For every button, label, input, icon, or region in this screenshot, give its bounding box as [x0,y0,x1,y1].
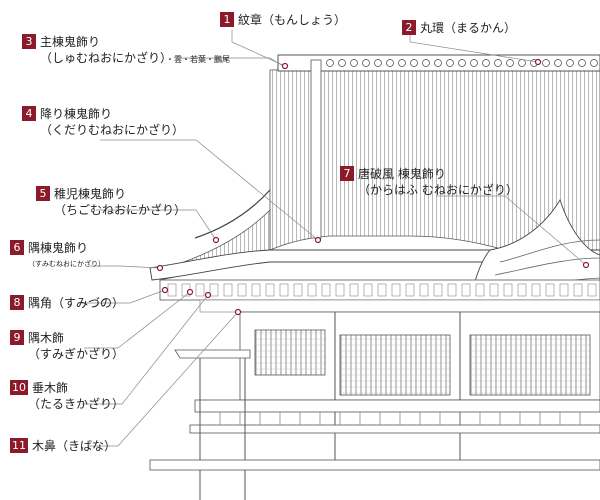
callout-8: 8 隅角（すみづの） [10,295,124,311]
bracket-band [159,279,600,313]
callout-7-number: 7 [340,166,354,181]
callout-3-extra: ・雲・若葉・鵬尾 [166,55,231,64]
callout-4-title: 降り棟鬼飾り [40,107,113,121]
callout-10-reading: （たるきかざり） [28,397,125,411]
marker-dots [156,58,590,316]
callout-5-number: 5 [36,186,50,201]
callout-5-reading: （ちごむねおにかざり） [54,203,187,217]
callout-9-title: 隅木飾 [28,331,65,345]
callout-3-number: 3 [22,34,36,49]
callout-3: 3 主棟鬼飾り （しゅむねおにかざり）・雲・若葉・鵬尾 [22,34,230,68]
callout-9: 9 隅木飾 （すみぎかざり） [10,330,124,362]
callout-10-title: 垂木飾 [32,381,69,395]
callout-11-number: 11 [10,438,28,453]
callout-10-number: 10 [10,380,28,395]
callout-5-title: 稚児棟鬼飾り [54,187,127,201]
main-roof [269,54,600,251]
callout-1-title: 紋章（もんしょう） [238,13,347,27]
callout-6-title: 隅棟鬼飾り [28,241,89,255]
callout-11-title: 木鼻（きばな） [32,439,117,453]
callout-6-number: 6 [10,240,24,255]
callout-5: 5 稚児棟鬼飾り （ちごむねおにかざり） [36,186,186,218]
callout-2-title: 丸環（まるかん） [420,21,517,35]
ridge-rings [326,59,598,67]
callout-3-reading: （しゅむねおにかざり） [40,51,167,65]
callout-6-reading: （すみむねおにかざり） [28,260,105,268]
callout-9-number: 9 [10,330,24,345]
callout-7-title: 唐破風 棟鬼飾り [358,167,446,181]
callout-4-reading: （くだりむねおにかざり） [40,123,185,137]
callout-1-number: 1 [220,12,234,27]
callout-10: 10 垂木飾 （たるきかざり） [10,380,124,412]
callout-7-reading: （からはふ むねおにかざり） [358,183,518,197]
building-body [149,311,600,500]
callout-9-reading: （すみぎかざり） [28,347,125,361]
callout-3-title: 主棟鬼飾り [40,35,101,49]
callout-4: 4 降り棟鬼飾り （くだりむねおにかざり） [22,106,184,138]
callout-6: 6 隅棟鬼飾り （すみむねおにかざり） [10,240,105,272]
callout-4-number: 4 [22,106,36,121]
callout-8-title: 隅角（すみづの） [28,296,125,310]
callout-8-number: 8 [10,295,24,310]
callout-1: 1 紋章（もんしょう） [220,12,346,28]
callout-11: 11 木鼻（きばな） [10,438,116,454]
callout-2-number: 2 [402,20,416,35]
callout-7: 7 唐破風 棟鬼飾り （からはふ むねおにかざり） [340,166,518,198]
callout-2: 2 丸環（まるかん） [402,20,516,36]
